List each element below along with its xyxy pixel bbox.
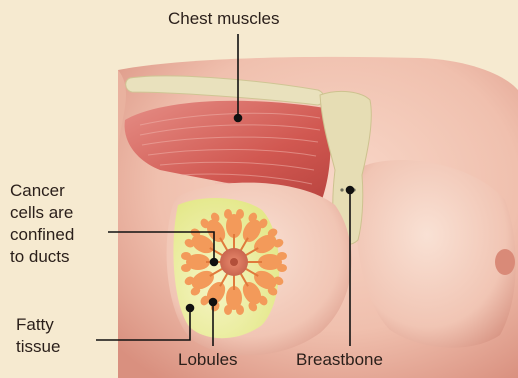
dot-chest-muscles <box>235 115 242 122</box>
label-chest-muscles: Chest muscles <box>168 9 279 29</box>
label-cancer-cells-line1: Cancer <box>10 180 74 202</box>
label-cancer-cells-line3: confined <box>10 224 74 246</box>
label-cancer-cells-line2: cells are <box>10 202 74 224</box>
dot-breastbone <box>347 187 354 194</box>
dot-fatty-tissue <box>187 305 194 312</box>
label-fatty-tissue: Fatty tissue <box>16 314 60 358</box>
label-fatty-tissue-line1: Fatty <box>16 314 60 336</box>
dot-lobules <box>210 299 217 306</box>
label-fatty-tissue-line2: tissue <box>16 336 60 358</box>
label-cancer-cells: Cancer cells are confined to ducts <box>10 180 74 268</box>
label-breastbone: Breastbone <box>296 350 383 370</box>
label-cancer-cells-line4: to ducts <box>10 246 74 268</box>
nipple-center <box>230 258 238 266</box>
dot-cancer-cells <box>211 259 218 266</box>
right-nipple <box>495 249 515 275</box>
label-lobules: Lobules <box>178 350 238 370</box>
